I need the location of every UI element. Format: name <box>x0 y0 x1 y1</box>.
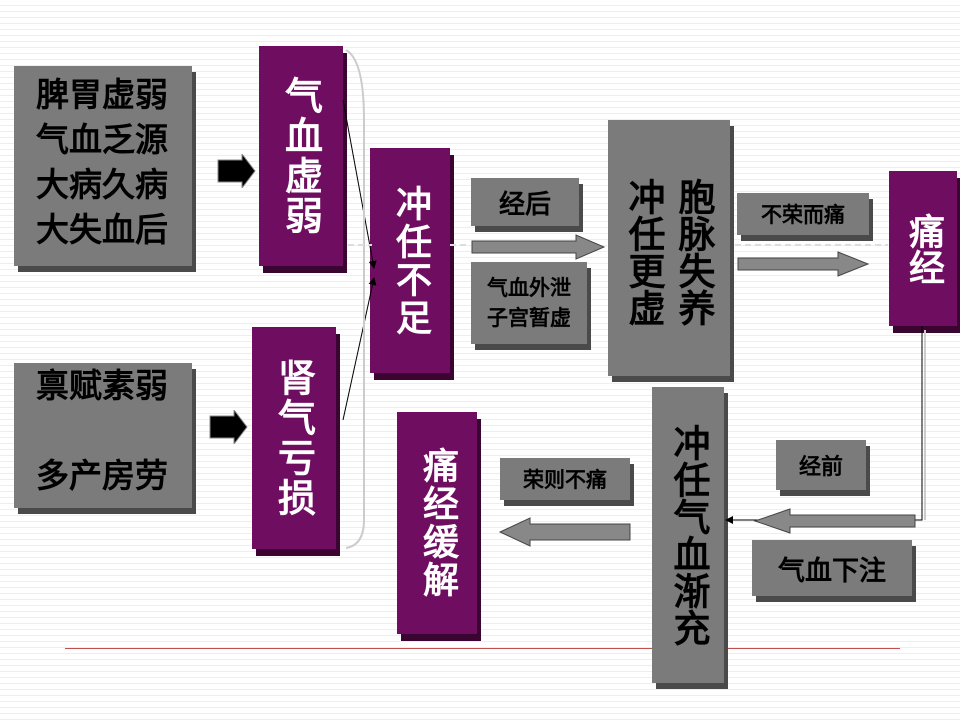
chongren-qixue-jianchong-box: 冲任气血渐充 <box>652 387 724 683</box>
jingqian-label: 经前 <box>776 440 866 490</box>
baomai-shiyang-text: 胞脉失养 <box>672 178 715 326</box>
rong-ze-butong-label: 荣则不痛 <box>500 458 630 500</box>
chongren-buzu-box: 冲任不足 <box>370 148 450 373</box>
causes-top-box: 脾胃虚弱 气血乏源 大病久病 大失血后 <box>14 66 192 266</box>
arrow-rongze <box>498 517 631 547</box>
block-arrow-top <box>216 152 256 190</box>
tongjing-huanjie-box: 痛经缓解 <box>397 412 477 634</box>
arrow-jingqian <box>753 508 916 534</box>
jinghou-label: 经后 <box>471 178 579 226</box>
chongren-gengxu-text: 冲任更虚 <box>622 178 665 326</box>
block-arrow-bottom <box>208 408 248 446</box>
shenqi-kuisun-box: 肾气亏损 <box>252 327 336 549</box>
tongjing-box: 痛经 <box>889 171 957 326</box>
arrow-burong <box>737 251 870 277</box>
causes-bottom-box: 禀赋素弱 多产房劳 <box>14 363 192 508</box>
qixue-waixie-label: 气血外泄 子宫暂虚 <box>471 262 587 344</box>
central-box: 冲任更虚 胞脉失养 <box>608 120 730 376</box>
qixue-xuruo-box: 气血虚弱 <box>259 46 343 266</box>
burong-ertong-label: 不荣而痛 <box>737 193 869 235</box>
arrow-jinghou <box>471 234 606 260</box>
qixue-xiazhu-label: 气血下注 <box>752 540 912 596</box>
bottom-rule <box>65 648 900 649</box>
